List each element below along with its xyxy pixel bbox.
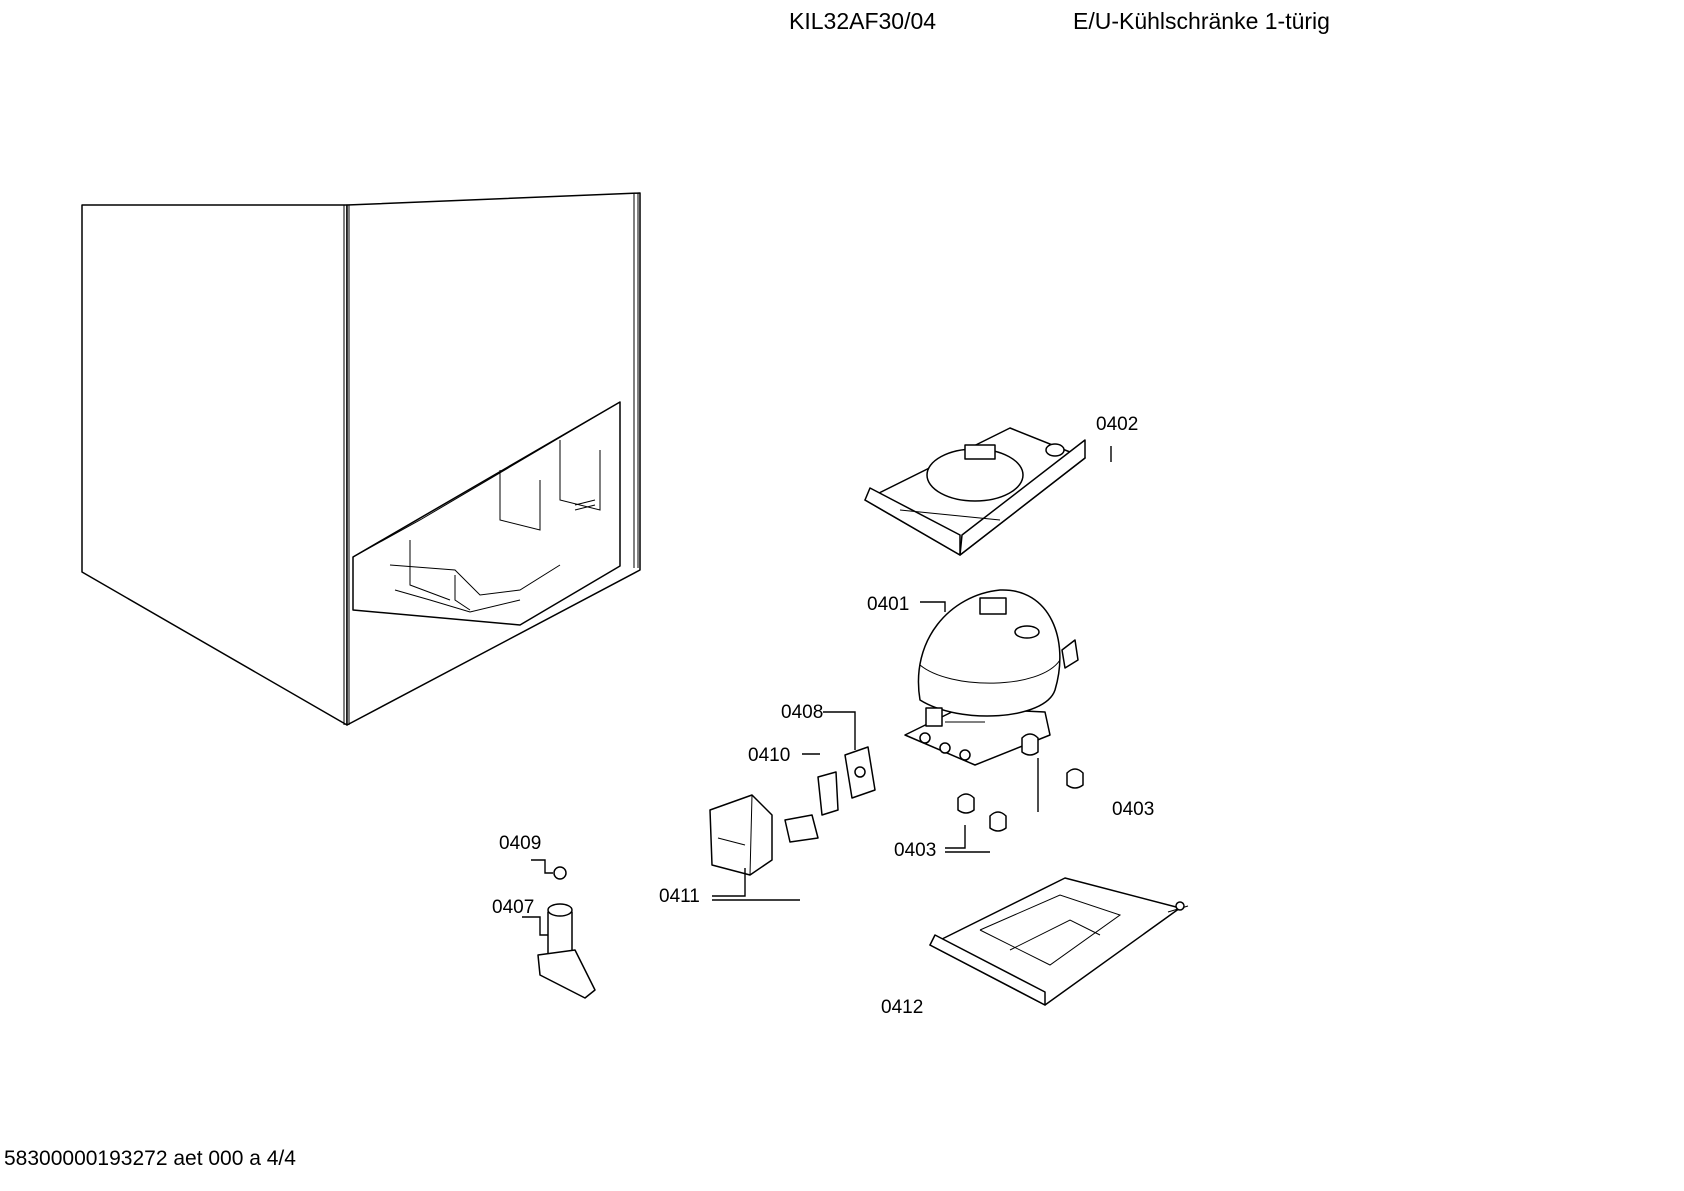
nut-icon [553, 866, 567, 880]
base-plate-icon [929, 877, 1189, 1006]
product-description: E/U-Kühlschränke 1-türig [1073, 8, 1330, 34]
part-label-0412: 0412 [881, 997, 923, 1018]
document-code: 58300000193272 aet 000 a 4/4 [4, 1147, 296, 1170]
grommet-icon [957, 733, 1084, 832]
part-label-0401: 0401 [867, 594, 909, 615]
drip-tray-icon [864, 427, 1086, 556]
part-label-0403-right: 0403 [1112, 799, 1154, 820]
part-label-0407: 0407 [492, 897, 534, 918]
part-label-0409: 0409 [499, 833, 541, 854]
leader-lines [522, 446, 1112, 936]
connector-icon [784, 814, 819, 843]
foot-icon [537, 903, 596, 999]
relay-icon [844, 746, 876, 799]
part-label-0410: 0410 [748, 745, 790, 766]
terminal-cover-icon [709, 794, 773, 876]
part-label-0408: 0408 [781, 702, 823, 723]
part-label-0402: 0402 [1096, 414, 1138, 435]
part-label-0403-left: 0403 [894, 840, 936, 861]
cabinet-illustration [81, 192, 641, 726]
part-label-0411: 0411 [659, 886, 700, 907]
model-number: KIL32AF30/04 [789, 8, 937, 34]
clip-icon [817, 771, 839, 816]
compressor-icon [904, 589, 1079, 766]
